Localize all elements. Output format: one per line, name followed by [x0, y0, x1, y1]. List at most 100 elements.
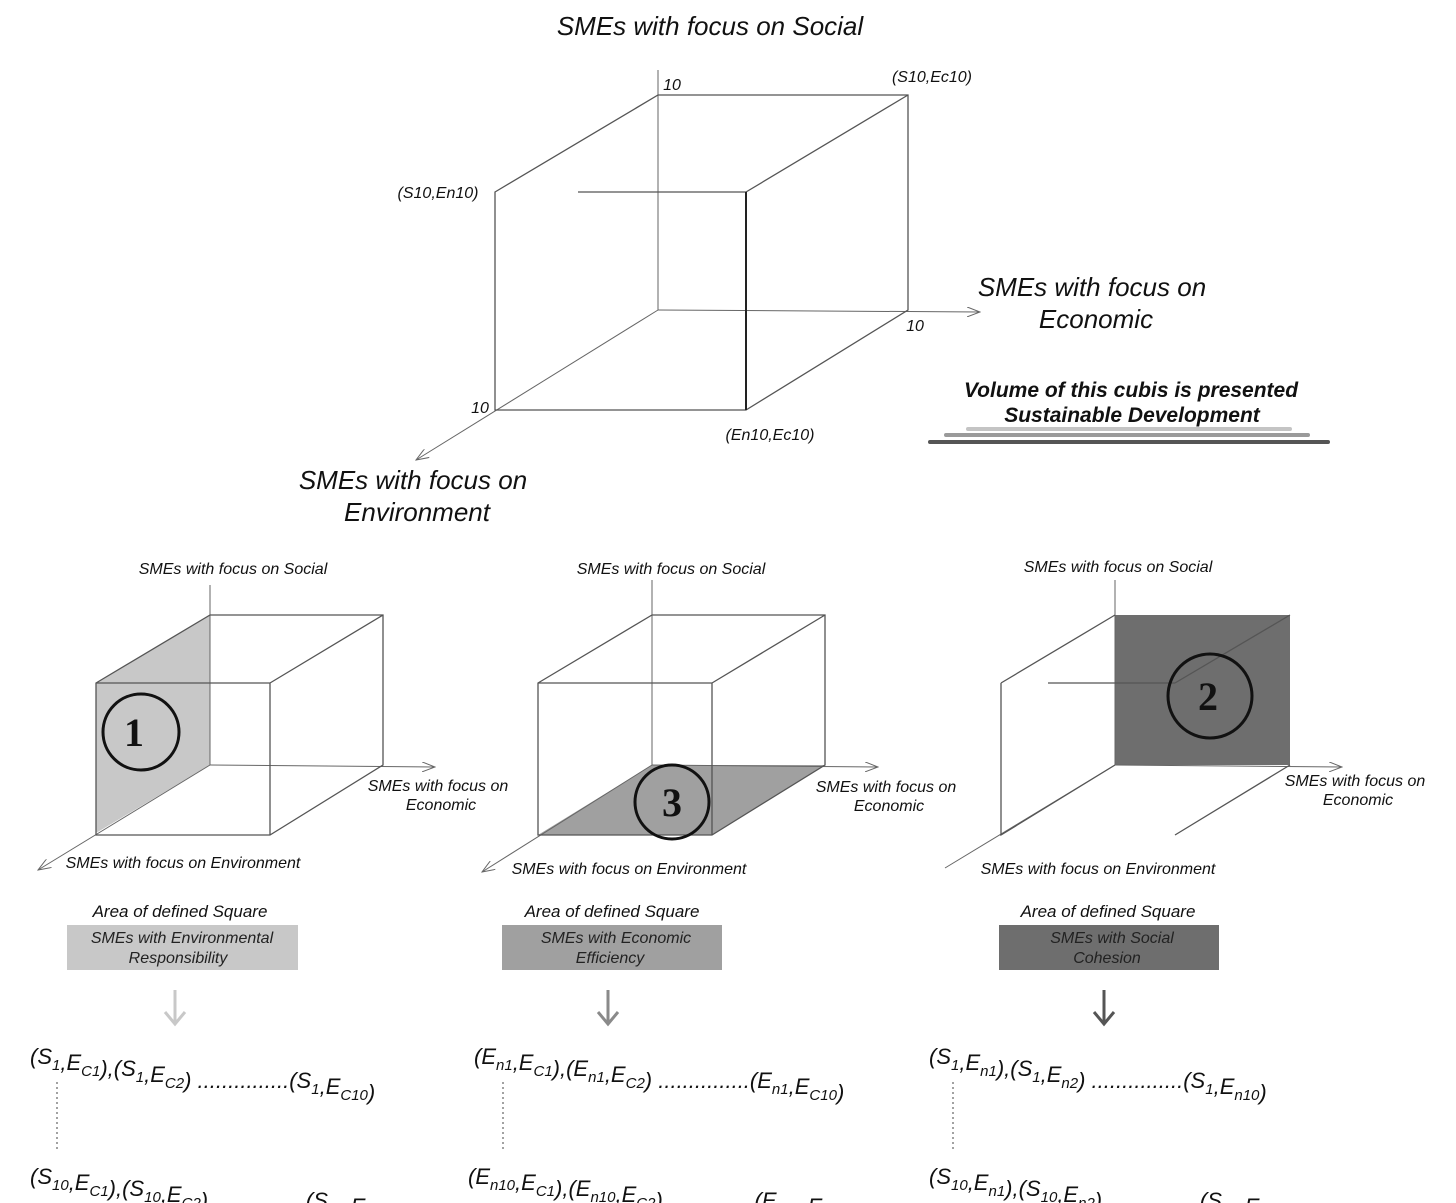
formula-subscript: C1: [536, 1183, 555, 1200]
formula-subscript: 10: [144, 1189, 161, 1203]
formula-subscript: n10: [590, 1189, 616, 1203]
formula-subscript: C2: [626, 1075, 646, 1092]
shaded-face-3: [538, 765, 825, 835]
formulas: (S1,EC1),(S1,EC2) ...............(S1,EC1…: [30, 1044, 1292, 1203]
formula-term: ),(E: [552, 1176, 591, 1201]
caption-label-2: Area of defined Square: [524, 902, 700, 921]
panel1-axis-environment: SMEs with focus on Environment: [66, 855, 301, 872]
formula-row-top-2: (En1,EC1),(En1,EC2) ...............(En1,…: [474, 1044, 844, 1105]
formula-term: ),(S: [1002, 1176, 1041, 1201]
formula-subscript: 1: [1032, 1069, 1040, 1086]
formula-subscript: 1: [1205, 1081, 1213, 1098]
formula-term: (S: [30, 1044, 52, 1069]
formula-term: ) ...............(S: [1092, 1188, 1222, 1203]
box2-line1: SMEs with Economic: [541, 930, 691, 947]
formula-subscript: C1: [89, 1183, 108, 1200]
formula-term: ),(E: [550, 1056, 589, 1081]
panel2-axis-economic-1: SMEs with focus on: [816, 779, 957, 796]
panel1-axis-social: SMEs with focus on Social: [139, 561, 328, 578]
category-box-2: [502, 925, 722, 970]
formula-term: ,E: [345, 1194, 366, 1203]
formula-term: ): [1256, 1080, 1266, 1105]
formula-subscript: n10: [490, 1177, 516, 1194]
panel3-axis-social: SMEs with focus on Social: [1024, 559, 1213, 576]
box1-line1: SMEs with Environmental: [91, 930, 274, 947]
down-arrow-icon: [163, 990, 187, 1027]
volume-note-line1: Volume of this cubis is presented: [964, 379, 1299, 402]
formula-subscript: n10: [1234, 1087, 1260, 1104]
formula-term: )...............(E: [652, 1188, 776, 1203]
formula-term: ,E: [789, 1074, 810, 1099]
panel1-axis-economic-2: Economic: [406, 797, 476, 814]
badge-circle-3: [633, 763, 711, 841]
badge-circle-1: [101, 692, 181, 772]
formula-row-bottom-1: (S10,EC1),(S10,EC2) ...............(S10,…: [30, 1164, 400, 1203]
box2-line2: Efficiency: [576, 950, 645, 967]
formula-row-bottom-3: (S10,En1),(S10,En2) ...............(S10,…: [929, 1164, 1292, 1203]
formula-term: ) ...............(S: [198, 1188, 328, 1203]
formula-term: ,E: [802, 1194, 823, 1203]
formula-term: ,E: [144, 1062, 165, 1087]
formula-term: (S: [929, 1164, 951, 1189]
volume-note: Volume of this cubis is presented Sustai…: [928, 379, 1330, 444]
formula-subscript: n1: [588, 1069, 605, 1086]
box1-line2: Responsibility: [129, 950, 229, 967]
formula-term: ): [834, 1080, 844, 1105]
formula-subscript: C10: [809, 1087, 837, 1104]
panel2-axis-social: SMEs with focus on Social: [577, 561, 766, 578]
formula-term: ,E: [1214, 1074, 1235, 1099]
formula-term: ,E: [69, 1170, 90, 1195]
formula-term: ,E: [968, 1170, 989, 1195]
shaded-face-1: [96, 615, 210, 833]
formula-term: ,E: [1057, 1182, 1078, 1203]
panel1-axis-economic-1: SMEs with focus on: [368, 778, 509, 795]
tick-social: 10: [663, 77, 681, 94]
formula-subscript: n1: [988, 1183, 1005, 1200]
formula-subscript: C1: [533, 1063, 552, 1080]
formula-term: (S: [929, 1044, 951, 1069]
formula-subscript: 10: [1041, 1189, 1058, 1203]
panel-economic: 3 SMEs with focus on Social SMEs with fo…: [482, 561, 956, 878]
corner-en-ec: (En10,Ec10): [726, 427, 815, 444]
formula-subscript: 10: [1222, 1201, 1239, 1203]
panel2-axis-environment: SMEs with focus on Environment: [512, 861, 747, 878]
formula-subscript: n1: [496, 1057, 513, 1074]
panel2-axis-economic-2: Economic: [854, 798, 924, 815]
axis-label-social: SMEs with focus on Social: [557, 11, 865, 41]
caption-label-3: Area of defined Square: [1020, 902, 1196, 921]
formula-subscript: 1: [951, 1057, 959, 1074]
formula-subscript: C2: [182, 1195, 202, 1203]
formula-subscript: 10: [951, 1177, 968, 1194]
badge-number-3: 3: [662, 780, 682, 825]
down-arrow-icon: [596, 990, 620, 1027]
axis-label-economic-2: Economic: [1039, 304, 1153, 334]
shaded-face-2: [1115, 615, 1290, 765]
panel3-axis-economic-1: SMEs with focus on: [1285, 773, 1426, 790]
formula-term: ,E: [161, 1182, 182, 1203]
formula-term: ),(S: [97, 1056, 136, 1081]
formula-subscript: 1: [52, 1057, 60, 1074]
volume-note-line2: Sustainable Development: [1004, 404, 1261, 427]
axis-label-economic-1: SMEs with focus on: [978, 272, 1206, 302]
box3-line2: Cohesion: [1073, 950, 1141, 967]
formula-term: ): [390, 1200, 400, 1203]
cube-outline: [494, 94, 909, 411]
badge-circle-2: [1166, 652, 1254, 740]
down-arrow-icon: [1092, 990, 1116, 1027]
axis-label-environment-1: SMEs with focus on: [299, 465, 527, 495]
panel3-axis-environment: SMEs with focus on Environment: [981, 861, 1216, 878]
badge-number-2: 2: [1198, 674, 1218, 719]
tick-environment: 10: [471, 400, 489, 417]
formula-subscript: C2: [165, 1075, 185, 1092]
formula-term: (E: [468, 1164, 490, 1189]
formula-subscript: n2: [1078, 1195, 1095, 1203]
formula-term: ) ...............(S: [181, 1068, 311, 1093]
environment-axis: [416, 309, 659, 460]
formula-subscript: C1: [81, 1063, 100, 1080]
corner-s-en: (S10,En10): [398, 185, 479, 202]
formula-term: ) ...............(E: [642, 1068, 772, 1093]
formula-term: ,E: [959, 1050, 980, 1075]
formula-term: ): [847, 1200, 857, 1203]
